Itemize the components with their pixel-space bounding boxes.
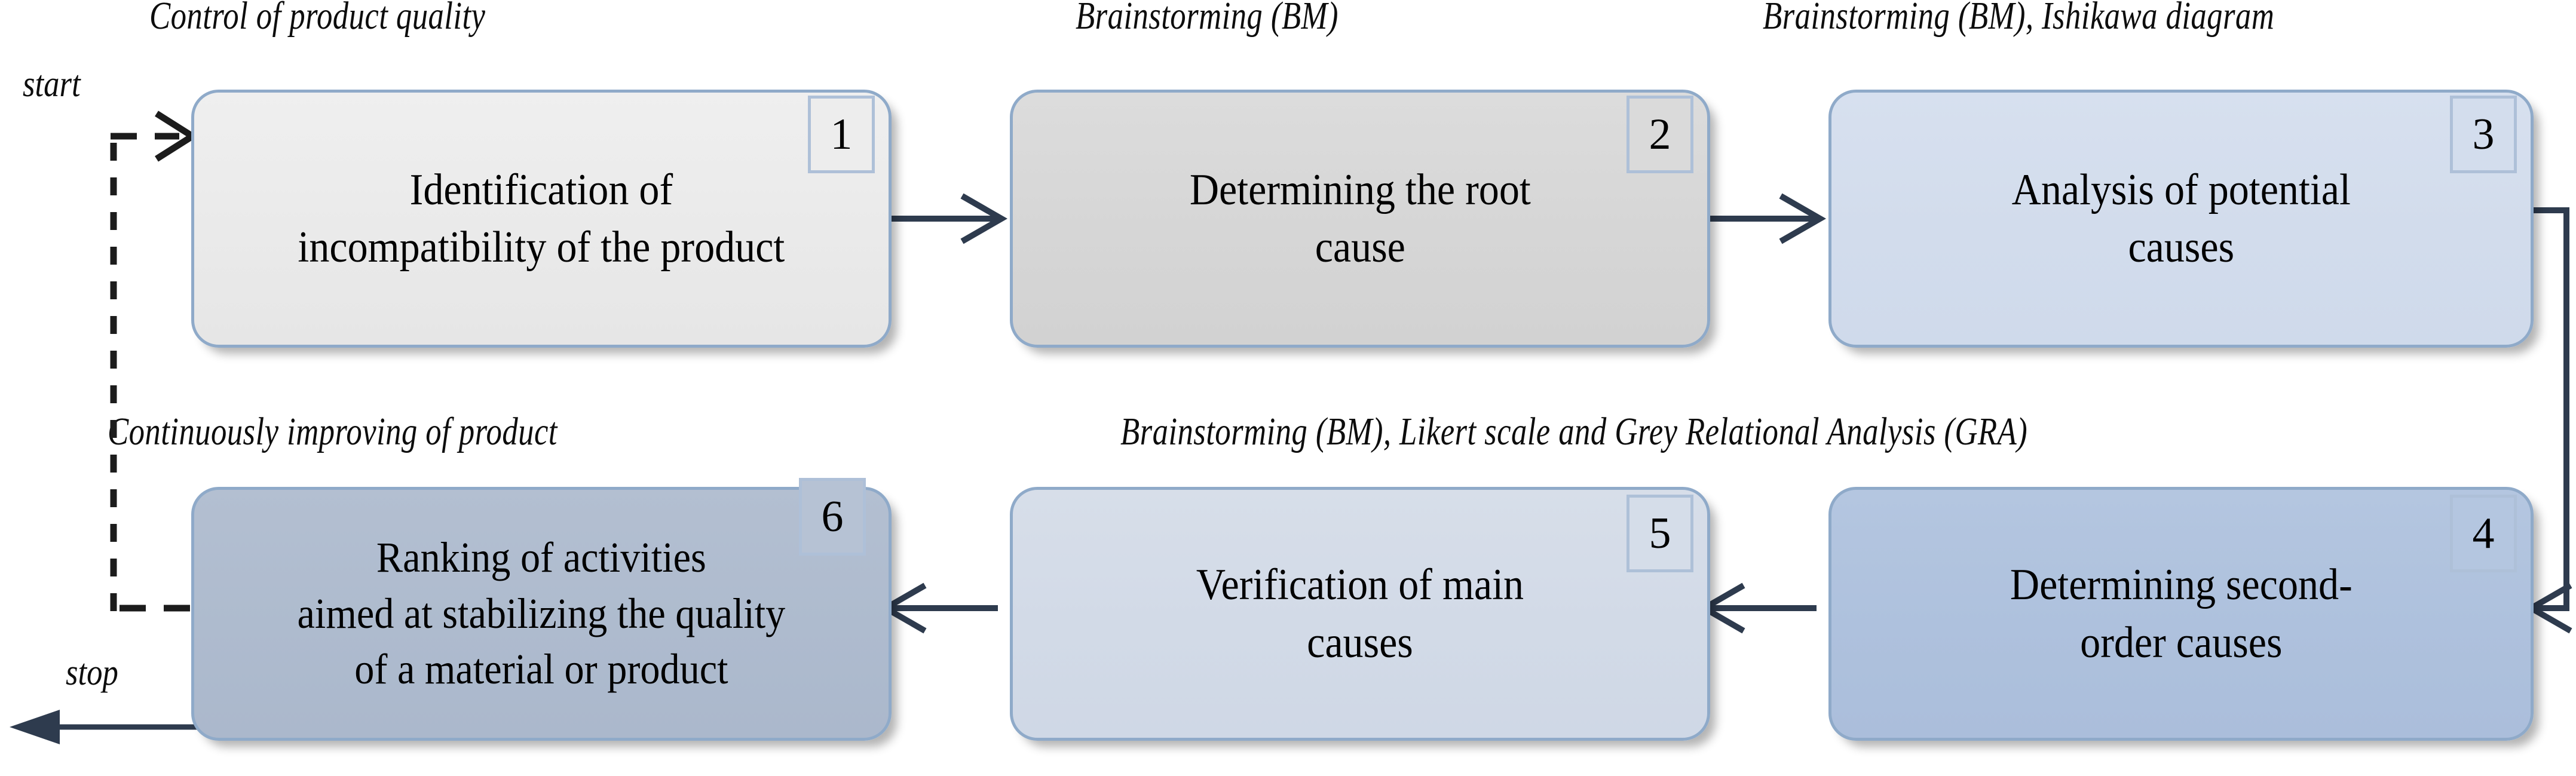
process-box-2-text: Determining the root cause [1189,165,1531,272]
process-box-5[interactable]: Verification of main causes [1010,487,1710,741]
step-number-badge-5: 5 [1627,495,1693,572]
process-box-1-text: Identification of incompatibility of the… [298,165,785,272]
step-number-badge-4: 4 [2450,495,2517,572]
process-box-1[interactable]: Identification of incompatibility of the… [191,90,892,348]
caption-step-2: Brainstorming (BM) [1076,0,1338,38]
process-box-3-text: Analysis of potential causes [2011,165,2351,272]
process-box-6[interactable]: Ranking of activities aimed at stabilizi… [191,487,892,741]
step-number-badge-2: 2 [1627,96,1693,173]
process-box-5-text: Verification of main causes [1196,560,1524,667]
process-box-6-text: Ranking of activities aimed at stabilizi… [297,533,786,694]
caption-step-6: Continuously improving of product [108,410,558,453]
start-label: start [23,64,81,105]
process-box-4-text: Determining second- order causes [2010,560,2353,667]
process-box-2[interactable]: Determining the root cause [1010,90,1710,348]
step-number-badge-6: 6 [799,478,866,556]
step-number-badge-1: 1 [808,96,875,173]
process-box-3[interactable]: Analysis of potential causes [1828,90,2534,348]
caption-step-1: Control of product quality [149,0,486,38]
caption-step-3: Brainstorming (BM), Ishikawa diagram [1763,0,2275,38]
process-box-4[interactable]: Determining second- order causes [1828,487,2534,741]
caption-steps-4-5: Brainstorming (BM), Likert scale and Gre… [1120,410,2028,453]
stop-label: stop [66,652,118,693]
step-number-badge-3: 3 [2450,96,2517,173]
